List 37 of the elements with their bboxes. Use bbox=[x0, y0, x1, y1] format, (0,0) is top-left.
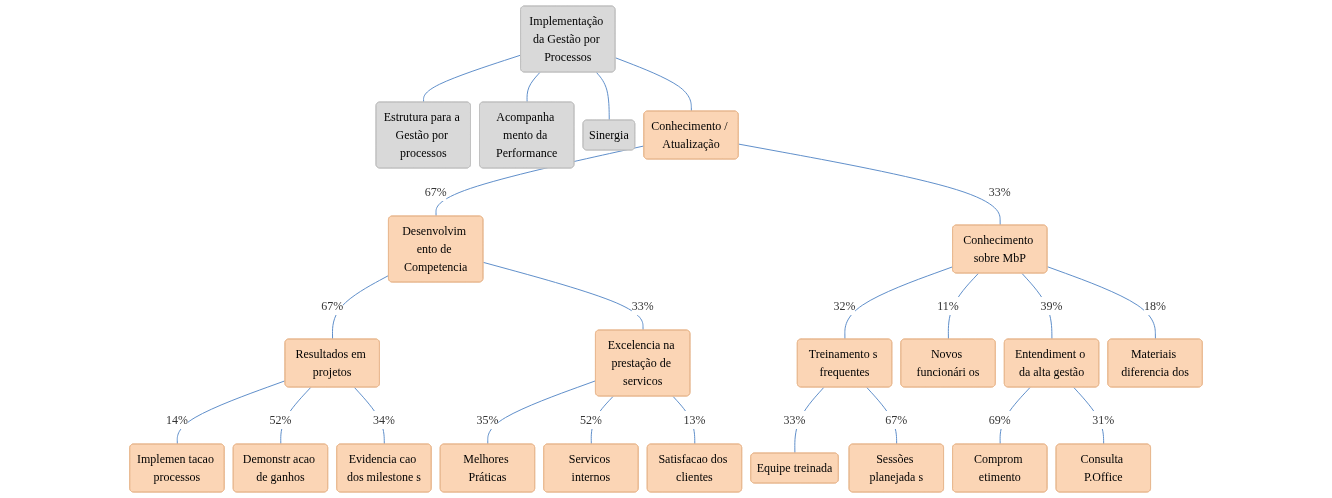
edge-label: 14% bbox=[165, 413, 188, 426]
connector bbox=[866, 386, 898, 445]
edge-label: 31% bbox=[1092, 413, 1115, 426]
connector bbox=[280, 386, 312, 445]
edge-label: 35% bbox=[476, 413, 499, 426]
edge-label: 67% bbox=[321, 299, 344, 312]
connector bbox=[487, 380, 597, 445]
edge-label: 52% bbox=[579, 413, 602, 426]
edge-label: 33% bbox=[783, 413, 806, 426]
edge-label: 33% bbox=[631, 299, 654, 312]
edge-label: 32% bbox=[833, 299, 856, 312]
edge-label: 34% bbox=[372, 413, 395, 426]
connector bbox=[423, 54, 522, 103]
connector bbox=[999, 386, 1031, 445]
edge-label: 18% bbox=[1144, 299, 1167, 312]
connector bbox=[1046, 266, 1156, 340]
edge-label: 39% bbox=[1040, 299, 1063, 312]
edge-label: 52% bbox=[269, 413, 292, 426]
connector bbox=[176, 380, 286, 445]
connector bbox=[590, 395, 614, 445]
edge-label: 67% bbox=[424, 185, 447, 198]
edge-label: 11% bbox=[937, 299, 959, 312]
connector bbox=[332, 274, 390, 340]
edge-label: 33% bbox=[988, 185, 1011, 198]
connector bbox=[738, 143, 1001, 226]
connector bbox=[614, 57, 692, 112]
connector bbox=[353, 386, 385, 445]
connector bbox=[844, 266, 954, 340]
connector bbox=[1073, 386, 1105, 445]
connector bbox=[526, 71, 541, 103]
edge-label: 69% bbox=[988, 413, 1011, 426]
connector bbox=[672, 395, 696, 445]
connector bbox=[947, 272, 979, 340]
connector bbox=[595, 71, 610, 121]
connector bbox=[482, 261, 644, 331]
edge-label: 13% bbox=[683, 413, 706, 426]
edge-label: 67% bbox=[885, 413, 908, 426]
